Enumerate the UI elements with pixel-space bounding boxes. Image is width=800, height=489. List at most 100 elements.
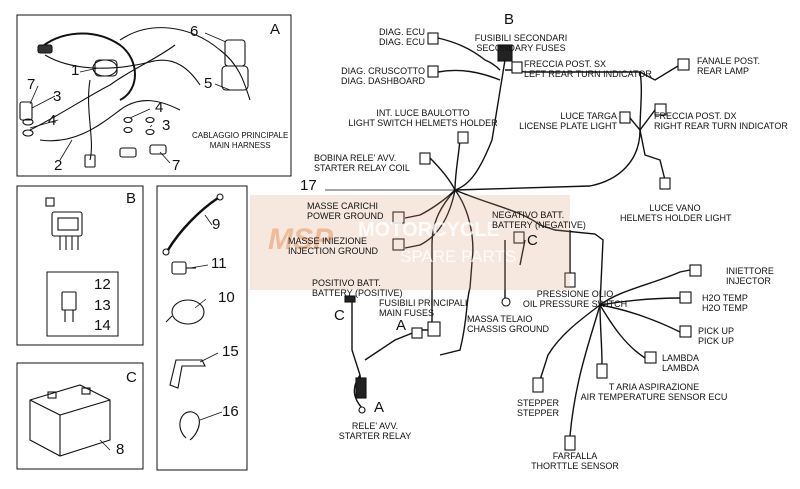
- label-it: FUSIBILI SECONDARI: [474, 33, 568, 43]
- label-it: STEPPER: [516, 398, 559, 408]
- injector-label: INIETTORE INJECTOR: [726, 266, 774, 286]
- label-it: FRECCIA POST. SX: [524, 59, 607, 69]
- light-switch-label: INT. LUCE BAULOTTO LIGHT SWITCH HELMETS …: [342, 108, 504, 128]
- label-en: CHASSIS GROUND: [467, 324, 550, 334]
- main-harness-label-en: MAIN HARNESS: [209, 141, 271, 150]
- label-en: LEFT REAR TURN INDICATOR: [524, 69, 652, 79]
- label-en: BATTERY (POSITIVE): [312, 288, 403, 298]
- label-it: INIETTORE: [726, 266, 774, 276]
- fuse-block-part: [45, 197, 83, 250]
- battery-positive-label: POSITIVO BATT. BATTERY (POSITIVE): [312, 278, 403, 298]
- relay-a-letter: A: [374, 399, 385, 416]
- label-en: STARTER RELAY COIL: [314, 163, 410, 173]
- label-en: LAMBDA: [662, 363, 700, 373]
- pick-up-label: PICK UP PICK UP: [698, 326, 734, 346]
- panel-parts-frame: [156, 185, 248, 471]
- label-it: LAMBDA: [662, 353, 700, 363]
- panel-a-sketch: [19, 27, 251, 168]
- fuse-part: [61, 291, 77, 322]
- label-en: INJECTOR: [726, 276, 771, 286]
- battery-negative-label: NEGATIVO BATT. BATTERY (NEGATIVE): [492, 210, 586, 230]
- cable-part: [162, 193, 224, 256]
- label-it: DIAG. CRUSCOTTO: [341, 66, 425, 76]
- main-harness-label: CABLAGGIO PRINCIPALE MAIN HARNESS: [192, 131, 288, 151]
- power-ground-label: MASSE CARICHI POWER GROUND: [307, 201, 384, 221]
- label-it: DIAG. ECU: [378, 27, 425, 37]
- part-number: 13: [94, 297, 111, 314]
- rear-lamp-label: FANALE POST. REAR LAMP: [697, 56, 760, 76]
- panel-c-frame: [16, 362, 144, 470]
- label-it: MASSE CARICHI: [307, 201, 379, 211]
- license-plate-light-label: LUCE TARGA LICENSE PLATE LIGHT: [505, 111, 617, 131]
- part-number: 3: [53, 88, 62, 105]
- label-it: RELE' AVV.: [351, 421, 399, 431]
- part-number: 4: [155, 99, 164, 116]
- panel-a-title: A: [270, 21, 281, 38]
- battery-part: [29, 384, 111, 457]
- label-en: BATTERY (NEGATIVE): [492, 220, 586, 230]
- label-en: RIGHT REAR TURN INDICATOR: [654, 121, 788, 131]
- panel-a-frame: [16, 14, 292, 177]
- watermark-logo: MSP: [268, 223, 334, 256]
- label-en: STEPPER: [516, 408, 559, 418]
- label-it: H2O TEMP: [702, 293, 748, 303]
- label-en: DIAG. ECU: [378, 37, 425, 47]
- label-it: PRESSIONE OLIO: [536, 289, 614, 299]
- main-harness-wires: [351, 37, 691, 437]
- spring-clip-part: [179, 411, 200, 441]
- part-number: 15: [222, 343, 239, 360]
- label-it: MASSE INIEZIONE: [288, 236, 368, 246]
- label-it: BOBINA RELE' AVV.: [314, 153, 397, 163]
- label-it: MASSA TELAIO: [467, 314, 533, 324]
- label-it: POSITIVO BATT.: [312, 278, 381, 288]
- panel-b-frame: [16, 185, 144, 346]
- bracket-part: [169, 359, 206, 389]
- label-it: PICK UP: [698, 326, 735, 336]
- chassis-ground-label: MASSA TELAIO CHASSIS GROUND: [467, 314, 549, 334]
- diag-dashboard-label: DIAG. CRUSCOTTO DIAG. DASHBOARD: [300, 66, 425, 86]
- helmets-holder-light-label: LUCE VANO HELMETS HOLDER LIGHT: [620, 203, 732, 223]
- stepper-label: STEPPER STEPPER: [512, 398, 564, 418]
- label-en: OIL PRESSURE SWITCH: [522, 299, 628, 309]
- right-turn-indicator-label: FRECCIA POST. DX RIGHT REAR TURN INDICAT…: [654, 111, 788, 131]
- h2o-temp-label: H2O TEMP H2O TEMP: [702, 293, 748, 313]
- lambda-label: LAMBDA LAMBDA: [662, 353, 699, 373]
- part-number: 7: [172, 157, 181, 174]
- watermark-line2: SPARE PARTS: [400, 247, 517, 266]
- part-number: 17: [300, 177, 317, 194]
- label-it: T ARIA ASPIRAZIONE: [608, 382, 700, 392]
- part-number: 3: [162, 117, 171, 134]
- part-number: 16: [222, 403, 239, 420]
- main-harness-label-it: CABLAGGIO PRINCIPALE: [192, 131, 289, 140]
- part-number: 10: [218, 289, 235, 306]
- part-number: 14: [94, 317, 111, 334]
- part-number: 6: [190, 23, 199, 40]
- diag-ecu-label: DIAG. ECU DIAG. ECU: [345, 27, 425, 47]
- panel-b-title: B: [126, 190, 137, 207]
- secondary-fuses-label: FUSIBILI SECONDARI SECONDARY FUSES: [466, 33, 576, 53]
- c-right-letter: C: [527, 232, 538, 249]
- label-en: POWER GROUND: [307, 211, 384, 221]
- part-number: 12: [94, 276, 111, 293]
- part-number: 9: [212, 216, 221, 233]
- label-en: H2O TEMP: [702, 303, 748, 313]
- part-number: 4: [48, 112, 57, 129]
- label-it: FUSIBILI PRINCIPALI: [379, 298, 468, 308]
- main-fuses-label: FUSIBILI PRINCIPALI MAIN FUSES: [379, 298, 467, 318]
- label-it: LUCE VANO: [649, 203, 701, 213]
- label-en: REAR LAMP: [697, 66, 750, 76]
- label-it: FRECCIA POST. DX: [654, 111, 737, 121]
- label-en: MAIN FUSES: [379, 308, 435, 318]
- clamp-part: [165, 299, 205, 325]
- watermark: MSP MOTORCYCLE SPARE PARTS: [250, 195, 570, 290]
- label-it: NEGATIVO BATT.: [492, 210, 565, 220]
- panel-sub-b-frame: [46, 271, 119, 337]
- label-en: LICENSE PLATE LIGHT: [519, 121, 617, 131]
- watermark-line1: MOTORCYCLE: [358, 219, 500, 241]
- label-it: FARFALLA: [552, 451, 598, 461]
- label-en: INJECTION GROUND: [288, 246, 378, 256]
- part-number: 5: [204, 75, 213, 92]
- oil-pressure-switch-label: PRESSIONE OLIO OIL PRESSURE SWITCH: [515, 289, 635, 309]
- connector-b-letter: B: [504, 11, 515, 28]
